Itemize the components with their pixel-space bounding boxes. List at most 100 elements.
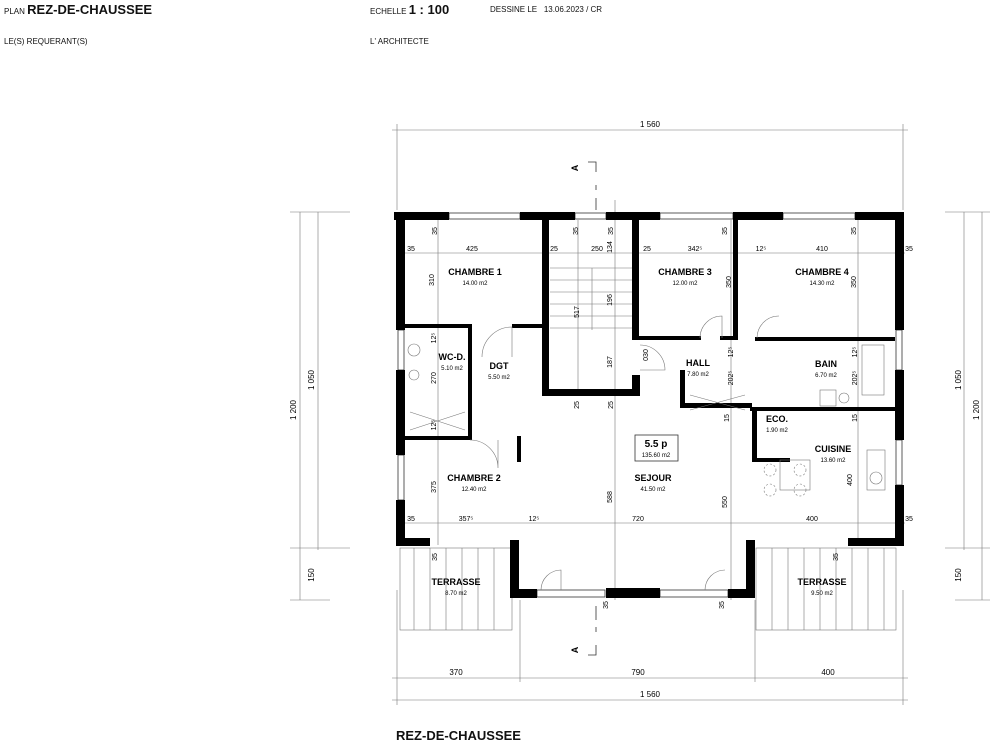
- summary-area: 135.60 m2: [642, 453, 671, 459]
- scale-value: 1 : 100: [408, 2, 450, 17]
- dim-bottom-part: 790: [631, 668, 645, 677]
- dim: 12⁵: [728, 347, 735, 358]
- room-name: WC-D.: [439, 352, 466, 362]
- dims-top-row: 35 425 25 250 25 342⁵ 12⁵ 410 35: [407, 246, 913, 253]
- room-area: 7.80 m2: [687, 372, 709, 378]
- dim: 588: [607, 491, 614, 503]
- dim: 357⁵: [459, 516, 474, 523]
- dim: 425: [466, 246, 478, 253]
- dim: 270: [431, 372, 438, 384]
- room-area: 41.50 m2: [640, 487, 666, 493]
- section-marker-bottom: A: [570, 646, 580, 653]
- drawn-info: DESSINE LE 13.06.2023 / CR: [490, 5, 603, 14]
- dim: 25: [643, 246, 651, 253]
- room-area: 13.60 m2: [820, 458, 846, 464]
- dim: 35: [719, 601, 726, 609]
- scale: ECHELLE 1 : 100: [370, 2, 450, 17]
- dim-bottom-part: 400: [821, 668, 835, 677]
- dim: 342⁵: [688, 246, 703, 253]
- dim: 35: [432, 553, 439, 561]
- applicant-label: LE(S) REQUERANT(S): [4, 37, 88, 46]
- dim-right-terrace: 150: [954, 568, 963, 582]
- room-name: TERRASSE: [797, 577, 846, 587]
- room-name: ECO.: [766, 414, 788, 424]
- dim: 35: [432, 227, 439, 235]
- room-area: 14.30 m2: [809, 281, 835, 287]
- dim-right-total: 1 200: [972, 399, 981, 420]
- dim: 250: [591, 246, 603, 253]
- dim: 202⁵: [728, 371, 735, 386]
- dim: 35: [407, 516, 415, 523]
- dim: 35: [573, 227, 580, 235]
- dim: 25: [608, 401, 615, 409]
- dim: 12⁵: [529, 516, 540, 523]
- summary-rooms: 5.5 p: [645, 439, 668, 450]
- dim: 15: [724, 414, 731, 422]
- dim: 12⁵: [852, 347, 859, 358]
- room-area: 12.40 m2: [461, 487, 487, 493]
- plan-label: PLAN REZ-DE-CHAUSSEE: [4, 2, 153, 17]
- dim: 12⁵: [756, 246, 767, 253]
- room-area: 5.50 m2: [488, 375, 510, 381]
- dim: 35: [905, 516, 913, 523]
- room-area: 1.90 m2: [766, 428, 788, 434]
- architect-label: L' ARCHITECTE: [370, 37, 429, 46]
- room-area: 9.50 m2: [811, 591, 833, 597]
- summary-box: [634, 434, 679, 462]
- room-area: 6.70 m2: [815, 373, 837, 379]
- dim: 25: [574, 401, 581, 409]
- dim: 030: [643, 349, 650, 361]
- dim: 550: [722, 496, 729, 508]
- dim: 12⁵: [431, 420, 438, 431]
- dim-right-main: 1 050: [954, 369, 963, 390]
- room-area: 8.70 m2: [445, 591, 467, 597]
- dim: 35: [905, 246, 913, 253]
- dimension-lines: [290, 124, 990, 705]
- dim-bottom-part: 370: [449, 668, 463, 677]
- stairs: [550, 267, 632, 330]
- room-area: 5.10 m2: [441, 366, 463, 372]
- dim-left-total: 1 200: [289, 399, 298, 420]
- dim: 410: [816, 246, 828, 253]
- room-name: HALL: [686, 358, 710, 368]
- dim: 350: [851, 276, 858, 288]
- footer-title: REZ-DE-CHAUSSEE: [396, 728, 521, 743]
- room-name: CHAMBRE 4: [795, 267, 849, 277]
- dim: 400: [847, 474, 854, 486]
- dim: 375: [431, 481, 438, 493]
- dim: 720: [632, 516, 644, 523]
- terrace-decking: [399, 547, 897, 631]
- dim: 187: [607, 356, 614, 368]
- dim: 202⁵: [852, 371, 859, 386]
- dim-left-terrace: 150: [307, 568, 316, 582]
- doors: [469, 315, 780, 591]
- dim: 310: [429, 274, 436, 286]
- dim-overall-bottom: 1 560: [640, 690, 661, 699]
- room-name: TERRASSE: [431, 577, 480, 587]
- fixtures: [407, 343, 886, 497]
- room-name: CHAMBRE 3: [658, 267, 712, 277]
- dim-overall-top: 1 560: [640, 120, 661, 129]
- dim: 134: [607, 241, 614, 253]
- dim: 25: [550, 246, 558, 253]
- room-area: 14.00 m2: [462, 281, 488, 287]
- room-name: BAIN: [815, 359, 837, 369]
- room-labels: CHAMBRE 1 14.00 m2 CHAMBRE 3 12.00 m2 CHAMBR…: [431, 267, 851, 597]
- room-area: 12.00 m2: [672, 281, 698, 287]
- room-name: CHAMBRE 1: [448, 267, 502, 277]
- walls: [394, 212, 904, 598]
- room-name: CHAMBRE 2: [447, 473, 501, 483]
- dim-left-main: 1 050: [307, 369, 316, 390]
- dim: 400: [806, 516, 818, 523]
- dim: 35: [833, 553, 840, 561]
- dim: 35: [407, 246, 415, 253]
- dim: 35: [722, 227, 729, 235]
- dim: 35: [603, 601, 610, 609]
- dim: 196: [607, 294, 614, 306]
- dims-mid-row: 35 357⁵ 12⁵ 720 400 35: [407, 516, 913, 523]
- room-name: CUISINE: [815, 444, 852, 454]
- dim: 35: [851, 227, 858, 235]
- dim: 15: [852, 414, 859, 422]
